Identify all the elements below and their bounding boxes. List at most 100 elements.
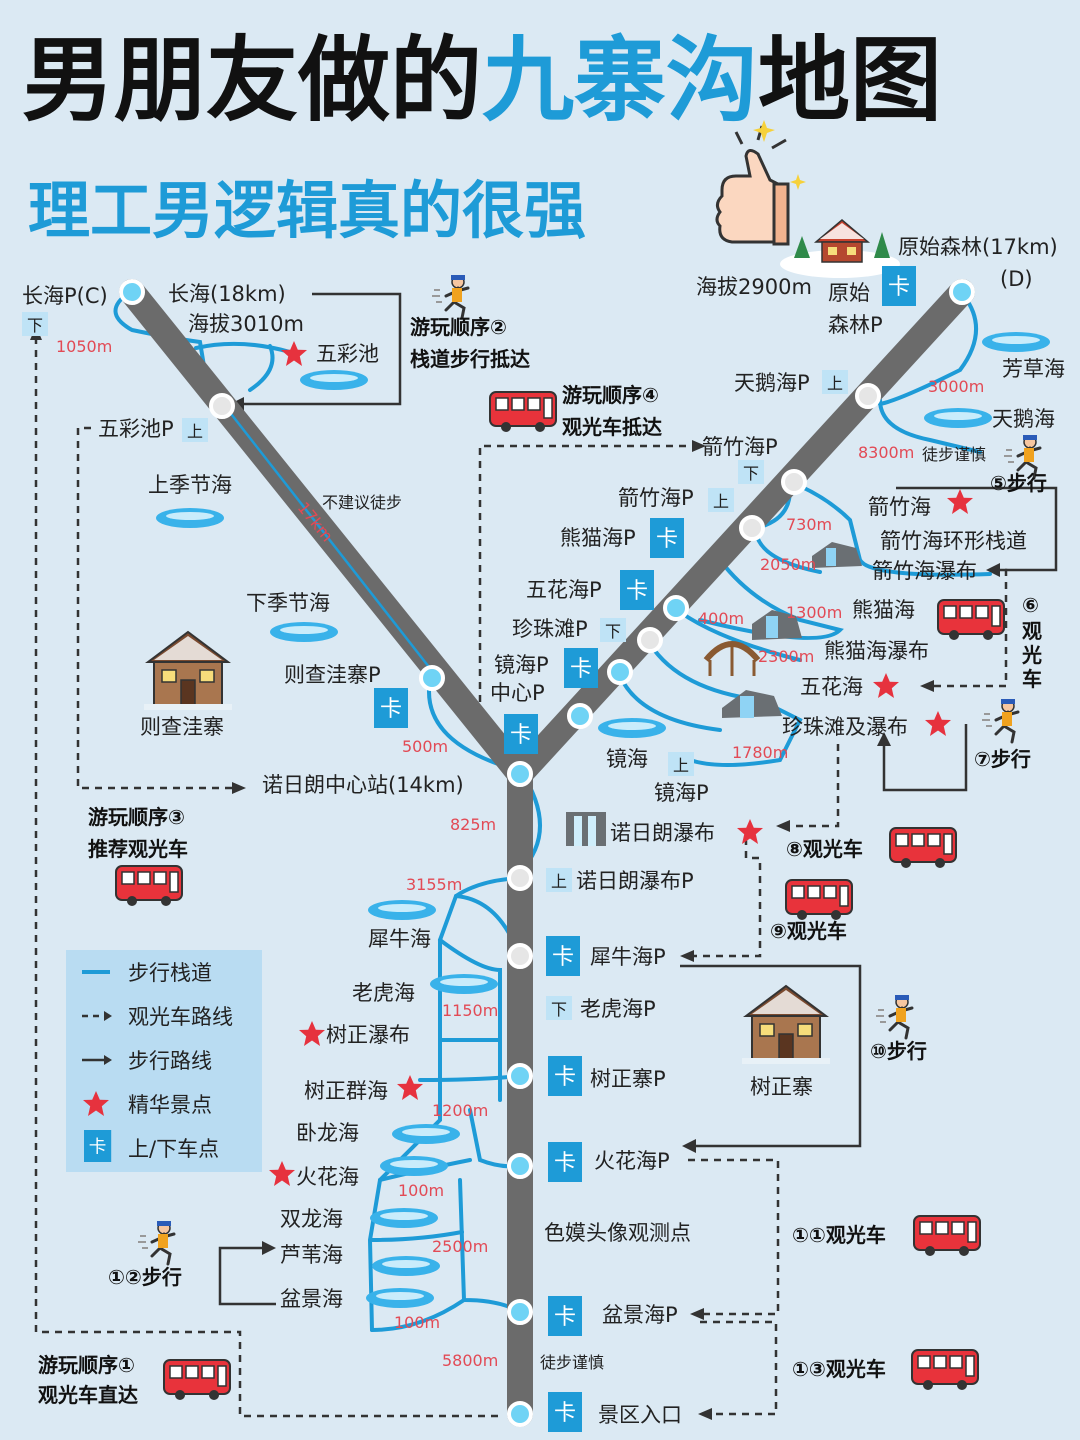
stop-shuzheng[interactable] [507,1063,533,1089]
stop-zhenzhutan[interactable] [637,627,663,653]
runner-icon [874,993,914,1040]
label-zechawa-p: 则查洼寨P [284,663,381,687]
bus-stop-icon [650,518,684,558]
step-2-desc: 栈道步行抵达 [410,347,530,371]
down-mark: 下 [551,1000,567,1019]
label-jianzhuhai-fall: 箭竹海瀑布 [872,559,977,583]
legend-bus-route: 观光车路线 [128,1005,233,1029]
step-1-desc: 观光车直达 [38,1383,138,1407]
step-3-desc: 推荐观光车 [88,837,188,861]
lake-icon [300,370,368,390]
stop-jianzhuhai-1[interactable] [781,469,807,495]
label-forest-altitude: 海拔2900m [696,275,812,299]
up-mark: 上 [551,872,567,891]
label-entrance: 景区入口 [598,1403,682,1427]
stop-jinghai-upper[interactable] [607,659,633,685]
lake-icon [982,332,1050,352]
step-6-b: 观 [1022,619,1042,643]
lake-icon [392,1124,460,1144]
bus-stop-icon [882,266,916,306]
label-jinghai-p-2: 镜海P [654,781,709,805]
stop-nuorilang-fall[interactable] [507,865,533,891]
label-zechawa-village: 则查洼寨 [140,715,224,739]
lake-icon [598,718,666,738]
waterfall-icon [812,542,862,568]
label-zhenzhutan-fall: 珍珠滩及瀑布 [782,715,908,739]
lake-icon [368,900,436,920]
road-no-walk-note: 不建议徒步 [322,493,402,512]
label-walk-careful: 徒步谨慎 [540,1353,604,1372]
label-wucaichi-p: 五彩池P [98,417,174,441]
label-wuhuahai: 五花海 [800,675,863,699]
star-icon [737,819,763,844]
star-icon [281,341,307,366]
bus-icon [937,599,1005,641]
dist: 400m [698,609,744,628]
waterfall-icon [752,610,802,640]
dist: 1780m [732,743,788,762]
dist: 5800m [442,1351,498,1370]
label-xiongmaohai-fall: 熊猫海瀑布 [824,639,929,663]
down-mark: 下 [743,464,759,483]
star-icon [269,1161,295,1186]
dist: 1200m [432,1101,488,1120]
bus-icon [489,391,557,433]
runner-icon [136,1219,176,1266]
lake-icon [430,974,498,994]
bus-icon [913,1215,981,1257]
step-6-a: ⑥ [1022,593,1039,617]
label-huohuahai-p: 火花海P [594,1149,670,1173]
stop-entrance[interactable] [507,1401,533,1427]
stop-penjinghai[interactable] [507,1299,533,1325]
label-changhai-altitude: 海拔3010m [188,312,304,336]
bus-icon [911,1349,979,1391]
label-shuzheng-lakes: 树正群海 [304,1079,388,1103]
lake-icon [372,1256,440,1276]
down-mark: 下 [27,316,43,335]
dist: 100m [398,1181,444,1200]
step-11: ①①观光车 [792,1223,886,1247]
bus-stop-icon [548,1142,582,1182]
place-labels: 长海P(C) 长海(18km) 海拔3010m 五彩池 五彩池P 上季节海 下季… [22,235,1065,1427]
label-huohuahai: 火花海 [296,1165,359,1189]
step-13: ①③观光车 [792,1357,886,1381]
dist: 825m [450,815,496,834]
dist: 1050m [56,337,112,356]
bus-stop-icon [564,648,598,688]
step-10: ⑩步行 [870,1039,927,1063]
stop-zechawa[interactable] [419,665,445,691]
stop-wuhuahai[interactable] [663,595,689,621]
label-nuorilang-center: 诺日朗中心站(14km) [262,773,464,797]
label-tianehai: 天鹅海 [992,407,1055,431]
stop-xiniuhai[interactable] [507,943,533,969]
label-laohuhai-p: 老虎海P [580,997,656,1021]
stop-tianehai[interactable] [855,383,881,409]
dist: 8300m [858,443,914,462]
bus-routes [30,326,1008,1420]
dist: 3000m [928,377,984,396]
stop-wucaichi[interactable] [209,393,235,419]
stop-forest[interactable] [949,279,975,305]
stop-changhai[interactable] [119,279,145,305]
stop-jinghai[interactable] [567,703,593,729]
label-nuorilang-fall: 诺日朗瀑布 [610,821,715,845]
label-shuzheng-p: 树正寨P [590,1067,666,1091]
label-jinghai: 镜海 [606,747,648,771]
page-subtitle: 理工男逻辑真的很强 [28,174,586,247]
stop-nuorilang-center[interactable] [507,761,533,787]
stop-jianzhuhai-2[interactable] [739,515,765,541]
label-xiongmaohai: 熊猫海 [852,598,915,622]
waterfall-icon [566,812,606,846]
legend-stop: 上/下车点 [128,1137,219,1161]
lake-icon [270,622,338,642]
label-shangjijiehai: 上季节海 [148,473,232,497]
stop-huohuahai[interactable] [507,1153,533,1179]
lake-icon [924,408,992,428]
label-forest: 原始森林(17km) [898,235,1058,259]
label-xiniuhai: 犀牛海 [368,927,431,951]
up-mark: 上 [827,374,843,393]
star-icon [873,673,899,698]
label-wolonghai: 卧龙海 [296,1121,359,1145]
label-luweihai: 芦苇海 [280,1243,343,1267]
label-xiajijiehai: 下季节海 [246,591,330,615]
